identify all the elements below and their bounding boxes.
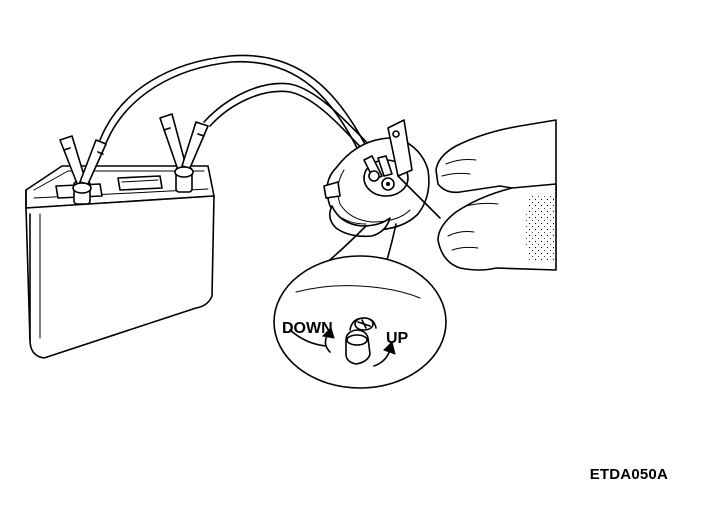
jumper-cables	[99, 54, 387, 169]
alligator-clip-icon	[159, 113, 209, 178]
alligator-clip-icon	[59, 135, 107, 194]
arrow-icon	[321, 327, 335, 353]
arrow-icon	[373, 341, 396, 367]
adjuster-screw	[345, 317, 377, 365]
label-up: UP	[386, 330, 409, 347]
figure-code: ETDA050A	[589, 466, 668, 483]
actuator-body	[323, 119, 441, 231]
label-down: DOWN	[282, 320, 333, 337]
battery-icon	[25, 165, 215, 359]
hand-icon	[328, 119, 557, 271]
